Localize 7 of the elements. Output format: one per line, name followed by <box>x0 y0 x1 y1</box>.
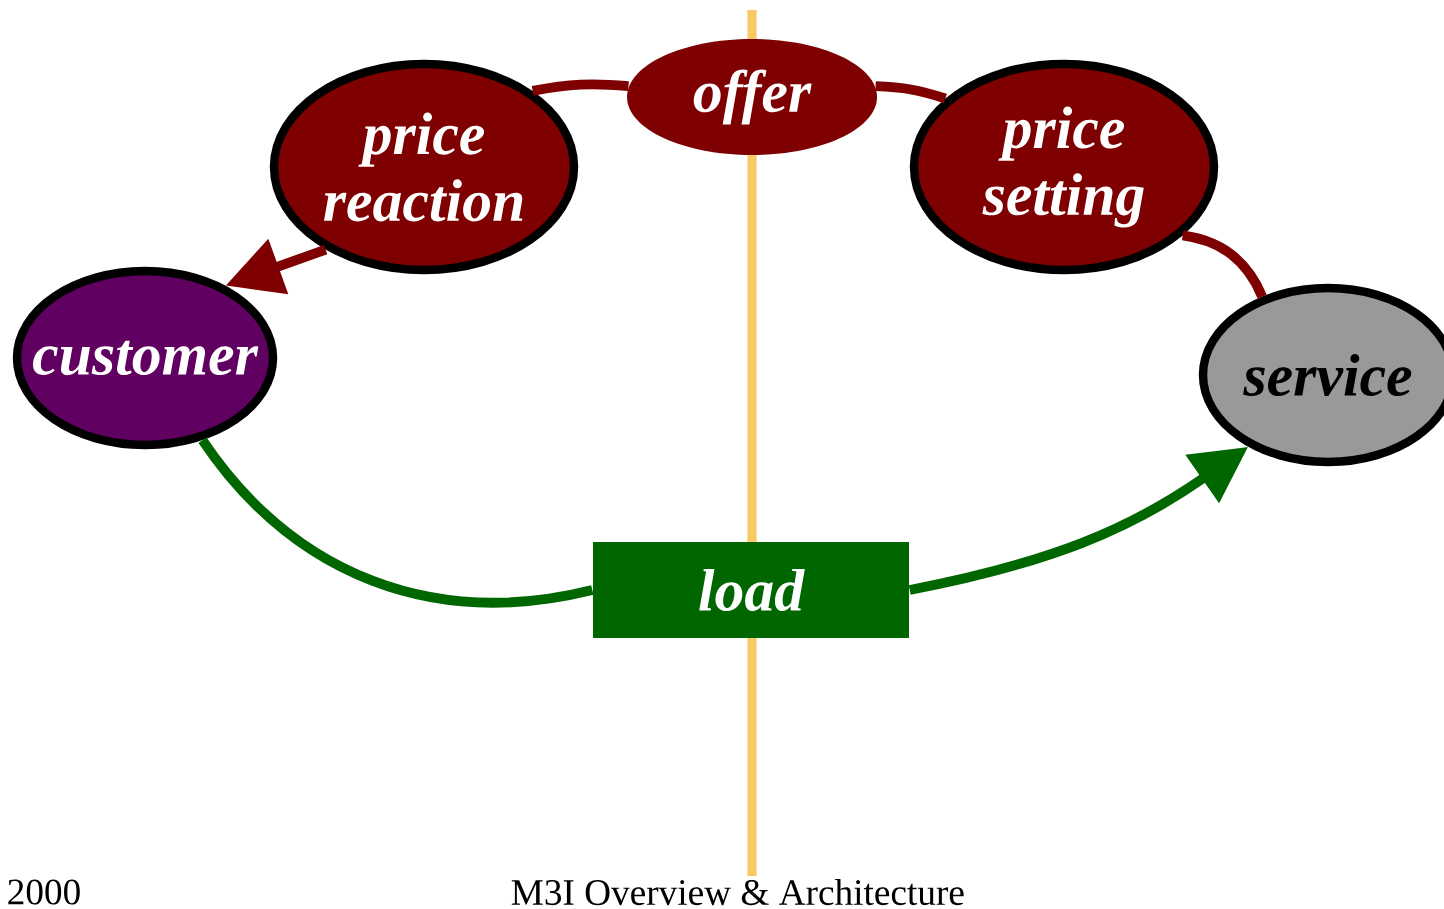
connector-line <box>531 79 629 96</box>
process-box: load <box>593 542 909 638</box>
connector-line <box>198 437 594 608</box>
connector-line <box>1181 230 1267 299</box>
footer-text: M3I Overview & Architecture <box>511 878 964 906</box>
footer-text: 2000 <box>8 879 80 905</box>
connector-line <box>875 81 947 104</box>
